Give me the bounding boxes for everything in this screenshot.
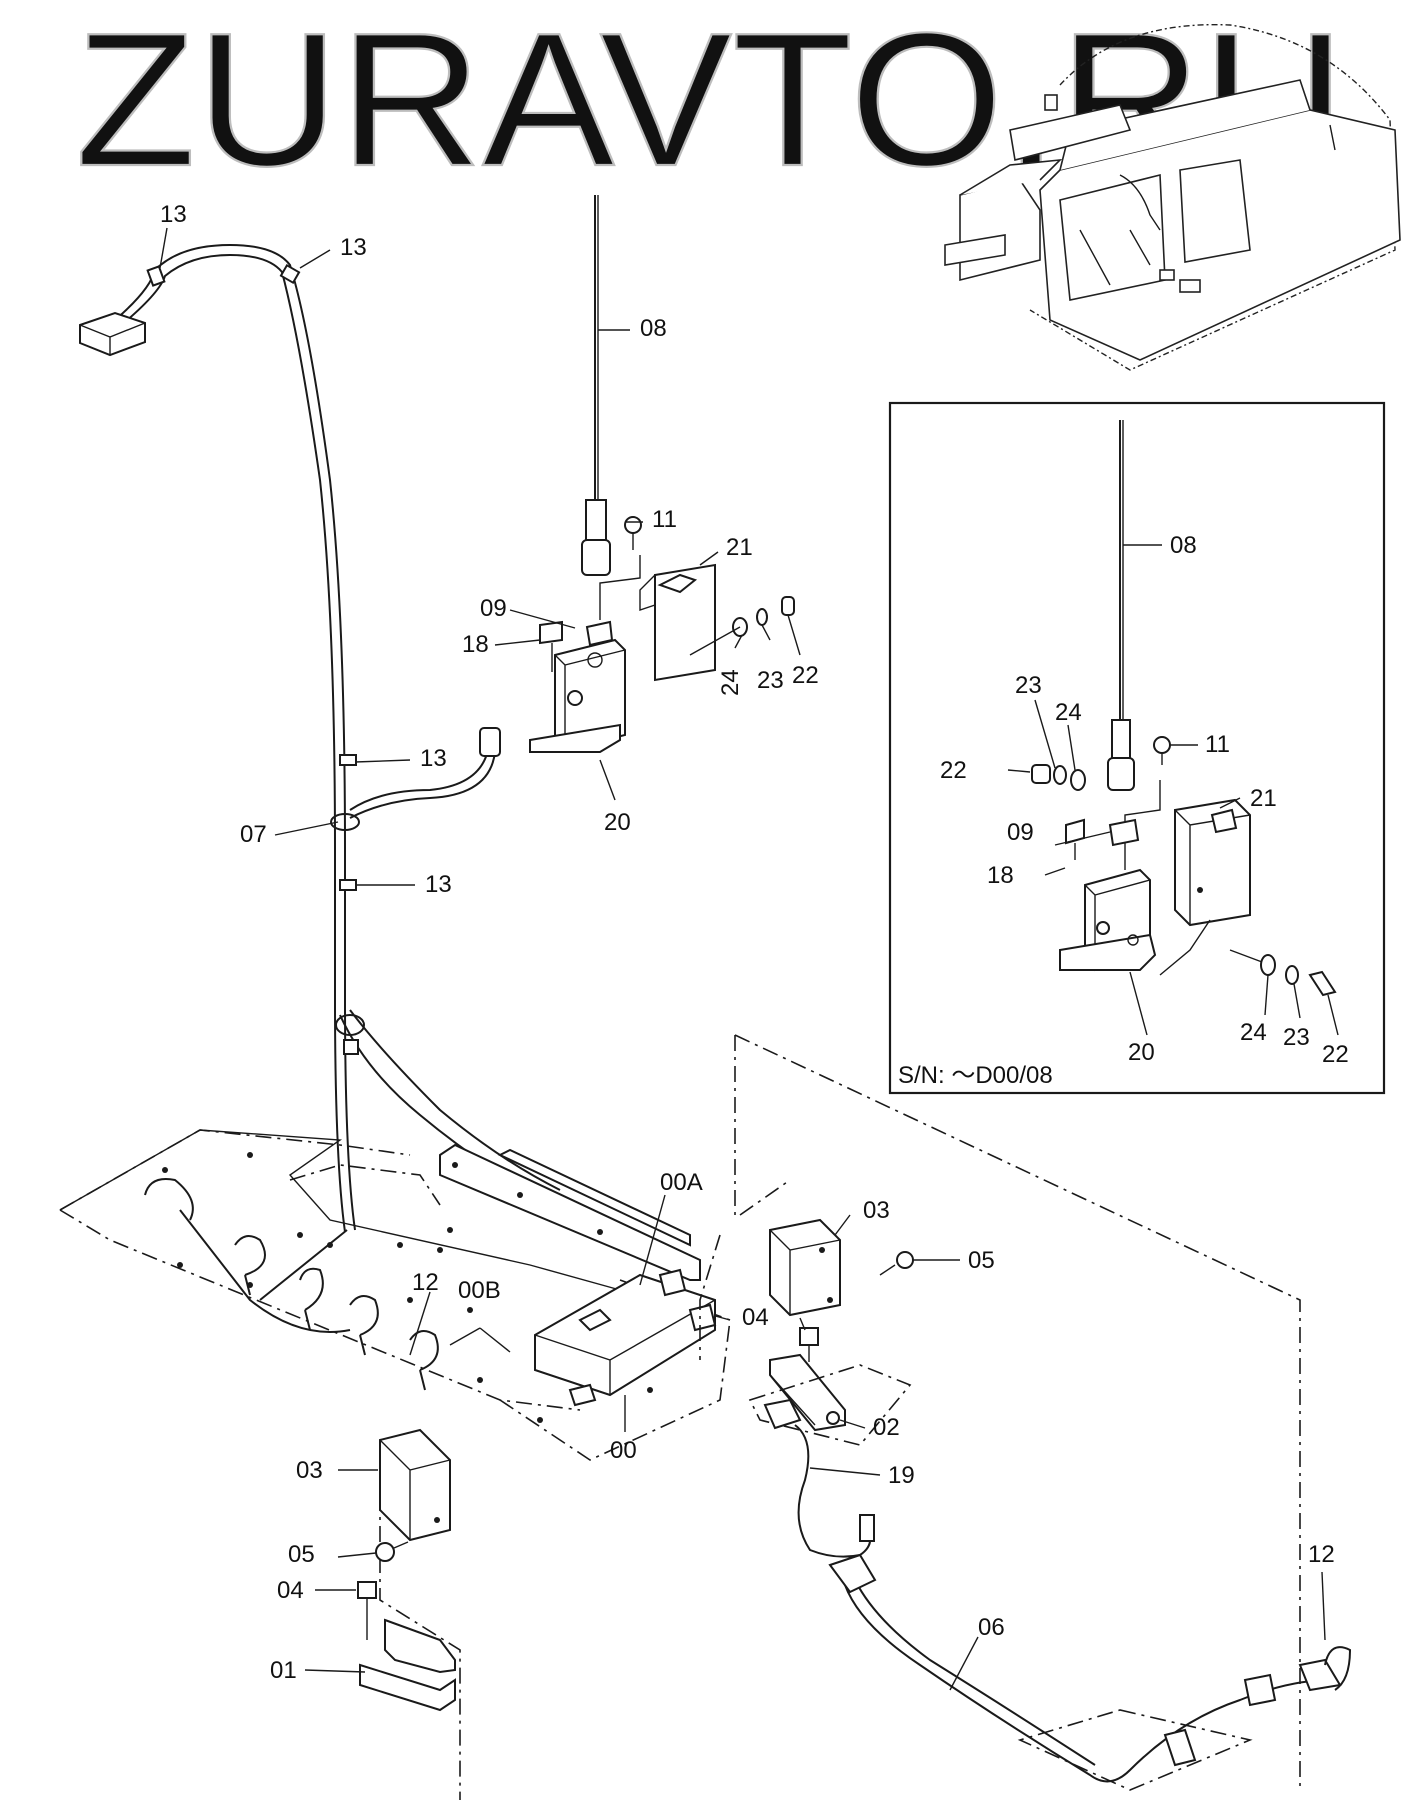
callout-13: 13 (340, 234, 367, 261)
inset-callout-22: 22 (940, 757, 967, 784)
machine-overview-sketch (944, 23, 1401, 371)
callout-08: 08 (640, 315, 667, 342)
callout-12: 12 (1308, 1541, 1335, 1568)
callout-07: 07 (240, 821, 267, 848)
callout-22: 22 (792, 662, 819, 689)
connector-19 (763, 1398, 875, 1558)
callout-05: 05 (288, 1541, 315, 1568)
coax-lead (349, 727, 501, 819)
callout-12: 12 (412, 1269, 439, 1296)
callout-21: 21 (726, 534, 753, 561)
callout-03: 03 (296, 1457, 323, 1484)
callout-19: 19 (888, 1462, 915, 1489)
bolt-05-upper (879, 1251, 914, 1276)
callout-labels-main: 13 13 08 11 21 09 18 24 23 22 13 07 13 2… (160, 201, 1335, 1684)
radio-unit (534, 1268, 717, 1407)
bolt-05-lower (375, 1541, 409, 1562)
callout-03: 03 (863, 1197, 890, 1224)
harness-06 (828, 1553, 1352, 1791)
inset-callout-23: 23 (1283, 1024, 1310, 1051)
bolt-04-upper (799, 1327, 819, 1362)
inset-callout-08: 08 (1170, 532, 1197, 559)
callout-06: 06 (978, 1614, 1005, 1641)
watermark: ZURAVTO.RU (75, 0, 1345, 206)
callout-09: 09 (480, 595, 507, 622)
callout-18: 18 (462, 631, 489, 658)
inset-callout-18: 18 (987, 862, 1014, 889)
inset-callout-22: 22 (1322, 1041, 1349, 1068)
callout-13: 13 (425, 871, 452, 898)
cable-end-connector (79, 311, 146, 357)
callout-23: 23 (757, 667, 784, 694)
callout-20: 20 (604, 809, 631, 836)
cable-clamps (146, 263, 365, 1055)
bolt-04-lower (357, 1581, 377, 1640)
inset-callout-11: 11 (1205, 731, 1230, 758)
antenna-assembly-main (529, 195, 795, 753)
serial-number-note: S/N: ～D00/08 (898, 1062, 1053, 1089)
harness-rail (439, 1143, 701, 1281)
callout-00A: 00A (660, 1169, 703, 1196)
callout-04: 04 (742, 1304, 769, 1331)
callout-24: 24 (717, 669, 744, 696)
u-clamps (144, 1178, 439, 1391)
inset-callout-24: 24 (1055, 699, 1082, 726)
inset-callout-09: 09 (1007, 819, 1034, 846)
callout-13: 13 (420, 745, 447, 772)
callout-02: 02 (873, 1414, 900, 1441)
callout-13: 13 (160, 201, 187, 228)
inset-callout-23: 23 (1015, 672, 1042, 699)
base-plate-outline (59, 1129, 731, 1461)
bracket-03-upper (699, 1179, 841, 1360)
inset-callout-20: 20 (1128, 1039, 1155, 1066)
callout-00B: 00B (458, 1277, 501, 1304)
mounting-frame-outline (379, 1034, 1301, 1800)
callout-04: 04 (277, 1577, 304, 1604)
callout-01: 01 (270, 1657, 297, 1684)
bracket-02 (748, 1353, 912, 1446)
callout-11: 11 (652, 506, 677, 533)
callout-05: 05 (968, 1247, 995, 1274)
inset-callout-21: 21 (1250, 785, 1277, 812)
bracket-03-lower (379, 1428, 451, 1542)
leader-lines-main (159, 227, 1326, 1691)
inset-callout-24: 24 (1240, 1019, 1267, 1046)
bracket-01 (359, 1618, 456, 1712)
callout-00: 00 (610, 1437, 637, 1464)
inset-panel: 08 23 24 22 11 21 09 18 24 23 22 20 S/N:… (888, 401, 1386, 1095)
